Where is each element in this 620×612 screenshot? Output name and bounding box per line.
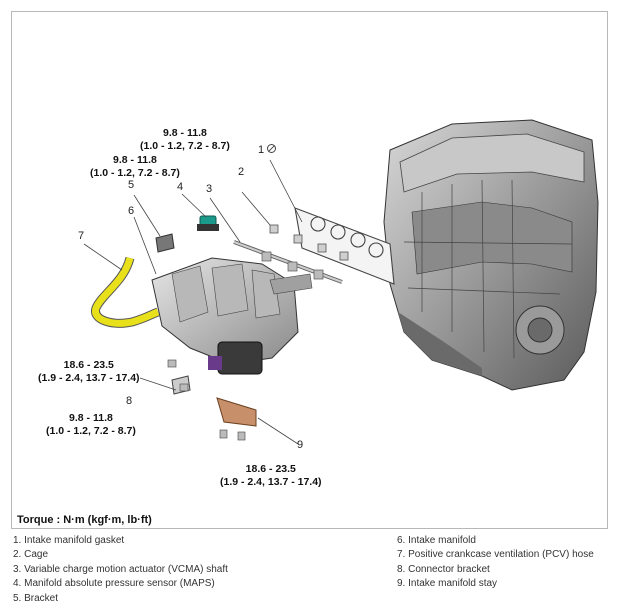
- part-number-7: 7: [78, 230, 85, 242]
- vcma-shaft: [233, 240, 343, 284]
- do-not-reuse-icon-slash: [267, 144, 276, 153]
- torque-callout-connector-bracket: 9.8 - 11.8 (1.0 - 1.2, 7.2 - 8.7): [46, 412, 136, 438]
- legend-item: 8. Connector bracket: [397, 564, 490, 575]
- part-number-2: 2: [238, 166, 245, 178]
- torque-units-note: Torque : N·m (kgf·m, lb·ft): [17, 514, 152, 526]
- legend-item: 2. Cage: [13, 549, 49, 560]
- torque-value-alt-units: (1.9 - 2.4, 13.7 - 17.4): [38, 372, 140, 384]
- maps-sensor: [197, 215, 219, 231]
- part-number-4: 4: [177, 181, 184, 193]
- part-number-8: 8: [126, 395, 133, 407]
- part-number-3: 3: [206, 183, 213, 195]
- torque-value-alt-units: (1.0 - 1.2, 7.2 - 8.7): [46, 425, 136, 437]
- torque-value-alt-units: (1.0 - 1.2, 7.2 - 8.7): [140, 140, 230, 152]
- legend-item: 5. Bracket: [13, 593, 59, 604]
- torque-callout-maps: 9.8 - 11.8 (1.0 - 1.2, 7.2 - 8.7): [140, 127, 230, 153]
- torque-callout-manifold: 18.6 - 23.5 (1.9 - 2.4, 13.7 - 17.4): [38, 359, 140, 385]
- cage: [269, 224, 349, 261]
- legend-item: 1. Intake manifold gasket: [13, 535, 125, 546]
- engine-block: [383, 119, 599, 391]
- torque-value: 9.8 - 11.8: [69, 412, 113, 424]
- torque-callout-bracket: 9.8 - 11.8 (1.0 - 1.2, 7.2 - 8.7): [90, 154, 180, 180]
- part-number-6: 6: [128, 205, 135, 217]
- torque-value: 9.8 - 11.8: [163, 127, 207, 139]
- torque-value: 18.6 - 23.5: [63, 359, 114, 371]
- torque-value: 9.8 - 11.8: [113, 154, 157, 166]
- exploded-diagram-frame: 1 2 3 4 5 6 7 8 9 9.8 - 11.8 (1.0 - 1.2,…: [11, 11, 608, 529]
- intake-manifold-gasket: [294, 207, 395, 285]
- do-not-reuse-icon: [267, 144, 276, 153]
- legend-item: 6. Intake manifold: [397, 535, 476, 546]
- legend-item: 7. Positive crankcase ventilation (PCV) …: [397, 549, 594, 560]
- legend-item: 4. Manifold absolute pressure sensor (MA…: [13, 578, 215, 589]
- bracket: [155, 233, 175, 253]
- torque-callout-manifold-stay: 18.6 - 23.5 (1.9 - 2.4, 13.7 - 17.4): [220, 463, 322, 489]
- exploded-diagram: [83, 119, 599, 445]
- bolts: [167, 359, 246, 441]
- part-number-9: 9: [297, 439, 304, 451]
- torque-value-alt-units: (1.0 - 1.2, 7.2 - 8.7): [90, 167, 180, 179]
- legend-item: 3. Variable charge motion actuator (VCMA…: [13, 564, 228, 575]
- pcv-hose: [91, 256, 160, 328]
- intake-manifold-stay: [216, 397, 257, 427]
- part-number-1: 1: [258, 144, 265, 156]
- part-number-5: 5: [128, 179, 135, 191]
- legend-item: 9. Intake manifold stay: [397, 578, 498, 589]
- torque-value-alt-units: (1.9 - 2.4, 13.7 - 17.4): [220, 476, 322, 488]
- leader-lines: [83, 159, 303, 445]
- intake-manifold: [151, 257, 313, 375]
- torque-value: 18.6 - 23.5: [245, 463, 296, 475]
